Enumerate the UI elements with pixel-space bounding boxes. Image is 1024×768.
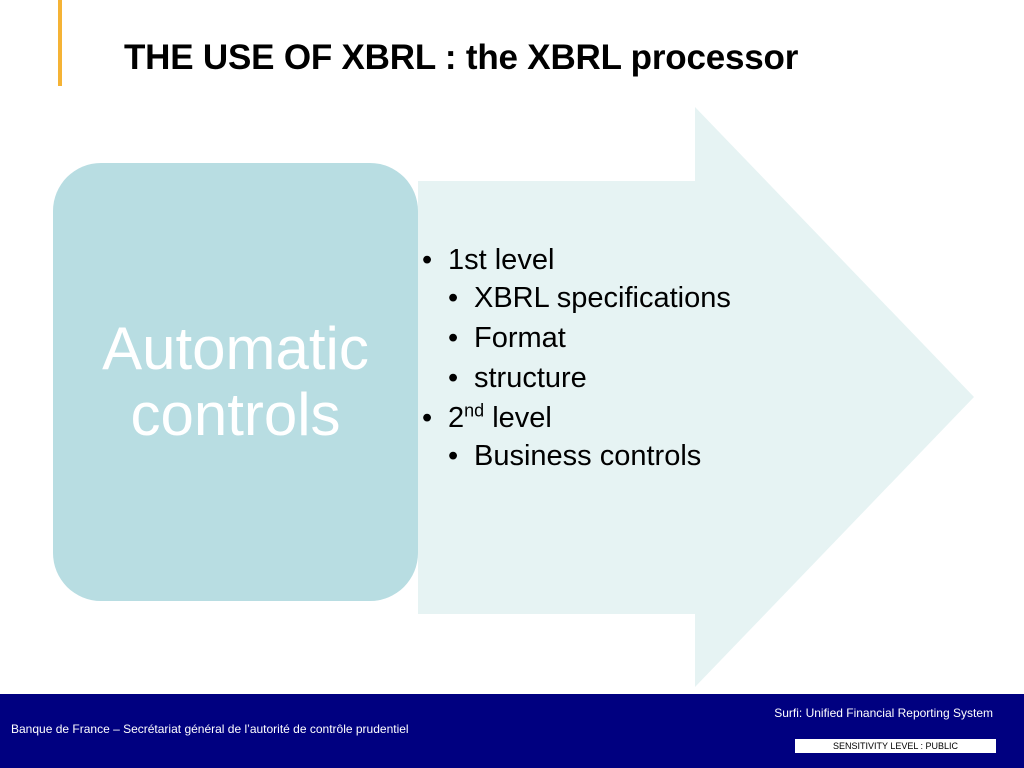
bullet-xbrl-specifications: • XBRL specifications <box>422 282 782 314</box>
bullet-structure: • structure <box>422 362 782 394</box>
title-accent-bar <box>58 0 62 86</box>
bullet-dot-icon: • <box>422 244 433 276</box>
level-1-item: Format <box>474 322 566 354</box>
footer-system-name: Surfi: Unified Financial Reporting Syste… <box>774 706 993 720</box>
slide-title: THE USE OF XBRL : the XBRL processor <box>124 38 799 77</box>
bullet-business-controls: • Business controls <box>422 440 782 472</box>
box-label-line2: controls <box>130 381 341 448</box>
bullet-dot-icon: • <box>422 402 433 434</box>
bullet-dot-icon: • <box>448 440 459 472</box>
bullet-dot-icon: • <box>448 322 459 354</box>
bullet-level-1: • 1st level <box>422 244 782 276</box>
footer-bar: Surfi: Unified Financial Reporting Syste… <box>0 694 1024 768</box>
box-label-line1: Automatic <box>102 315 369 382</box>
bullet-dot-icon: • <box>448 362 459 394</box>
bullet-format: • Format <box>422 322 782 354</box>
controls-bullet-list: • 1st level • XBRL specifications • Form… <box>422 244 782 480</box>
bullet-level-2: • 2nd level <box>422 400 782 434</box>
footer-organisation: Banque de France – Secrétariat général d… <box>11 722 409 736</box>
level-1-label: 1st level <box>448 244 555 276</box>
sensitivity-level-badge: SENSITIVITY LEVEL : PUBLIC <box>795 739 996 753</box>
automatic-controls-box: Automatic controls <box>53 163 418 601</box>
automatic-controls-label: Automatic controls <box>66 316 406 448</box>
level-2-item: Business controls <box>474 440 702 472</box>
level-1-item: structure <box>474 362 587 394</box>
level-2-label: 2nd level <box>448 400 552 434</box>
bullet-dot-icon: • <box>448 282 459 314</box>
level-1-item: XBRL specifications <box>474 282 731 314</box>
arrow-shape <box>418 107 974 687</box>
